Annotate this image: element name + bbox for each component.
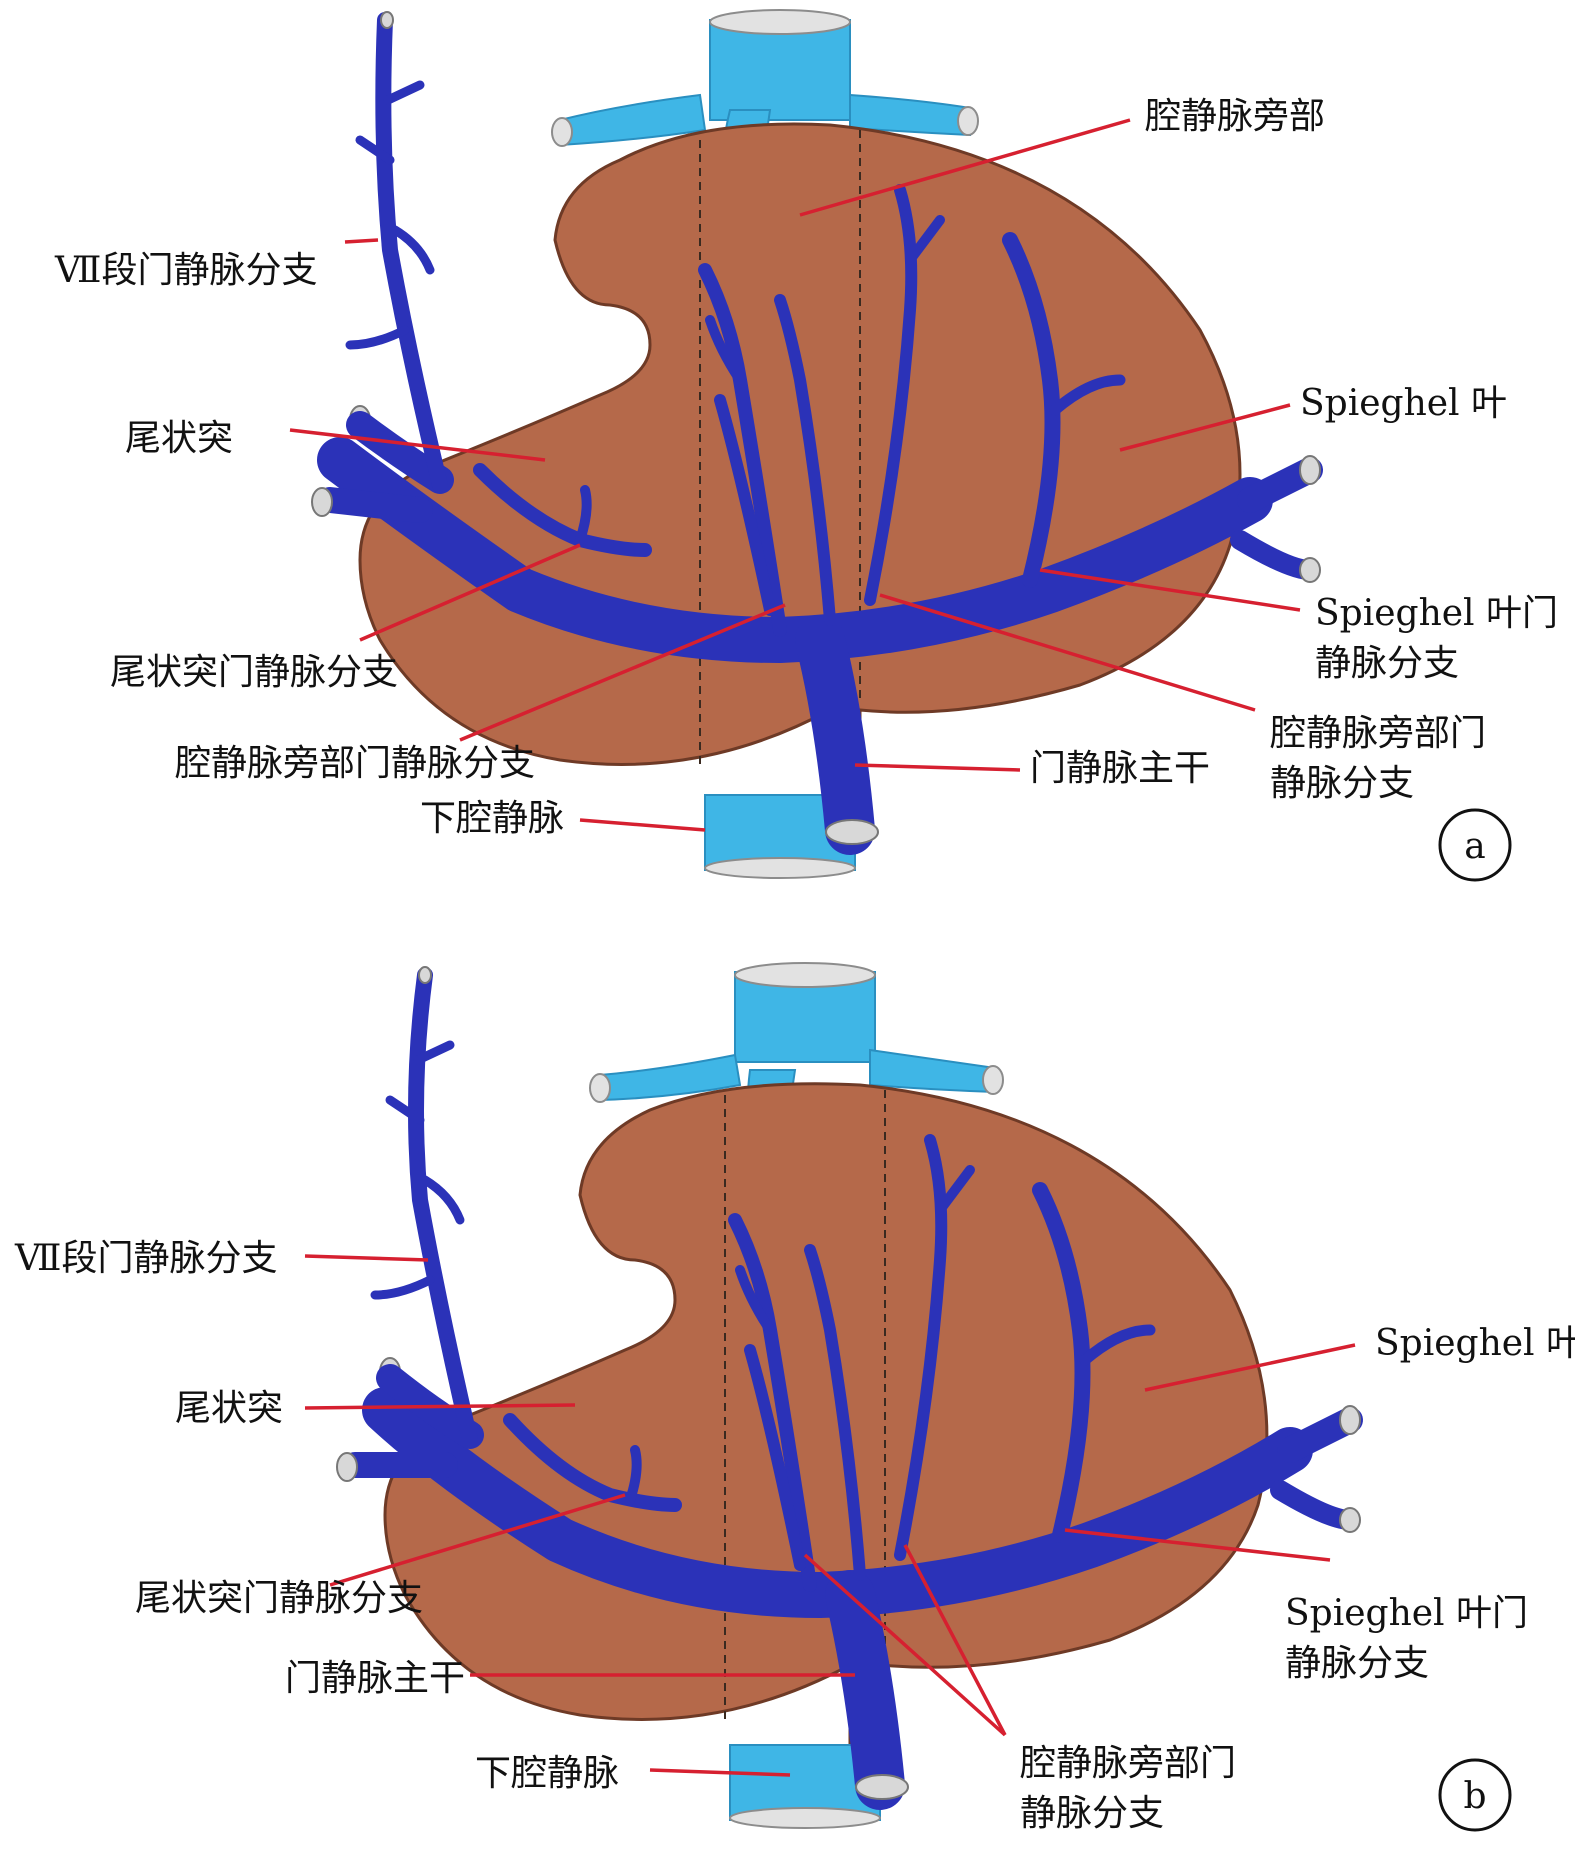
label-spiegel-lobe-a: Spieghel 叶 bbox=[1300, 383, 1507, 424]
ivc-upper-a bbox=[551, 9, 979, 187]
label-spiegel-lobe-b: Spieghel 叶 bbox=[1375, 1323, 1575, 1364]
panel-badge-a: a bbox=[1464, 826, 1485, 867]
label-ivc-a: 下腔静脉 bbox=[420, 798, 564, 839]
label-paracaval-branch-b-line1: 腔静脉旁部门 bbox=[1020, 1743, 1236, 1784]
label-paracaval-branch-right-a-line2: 静脉分支 bbox=[1270, 763, 1414, 804]
label-paracaval-branch-a: 腔静脉旁部门静脉分支 bbox=[175, 743, 535, 784]
panel-a: Ⅶ段门静脉分支 尾状突 尾状突门静脉分支 腔静脉旁部门静脉分支 下腔静脉 腔静脉… bbox=[54, 9, 1558, 882]
label-paracaval-branch-right-a-line1: 腔静脉旁部门 bbox=[1270, 713, 1486, 754]
label-main-trunk-a: 门静脉主干 bbox=[1030, 748, 1210, 789]
panel-b: Ⅶ段门静脉分支 尾状突 尾状突门静脉分支 门静脉主干 下腔静脉 Spieghel… bbox=[14, 962, 1575, 1834]
caudate-lobe-b bbox=[383, 1082, 1269, 1752]
label-paracaval-portion-a: 腔静脉旁部 bbox=[1145, 96, 1325, 137]
label-spiegel-branch-a-line1: Spieghel 叶门 bbox=[1315, 593, 1558, 634]
portal-vein-tree-b bbox=[336, 966, 1363, 1810]
label-caudate-process-a: 尾状突 bbox=[125, 418, 233, 459]
label-seg7-branch-a: Ⅶ段门静脉分支 bbox=[54, 250, 317, 291]
caudate-lobe-a bbox=[358, 122, 1242, 802]
label-caudate-process-branch-b: 尾状突门静脉分支 bbox=[135, 1578, 423, 1619]
leader-lines-a bbox=[289, 118, 1301, 832]
label-spiegel-branch-b-line1: Spieghel 叶门 bbox=[1285, 1593, 1528, 1634]
label-spiegel-branch-b-line2: 静脉分支 bbox=[1285, 1643, 1429, 1684]
label-ivc-b: 下腔静脉 bbox=[475, 1753, 619, 1794]
label-paracaval-branch-b-line2: 静脉分支 bbox=[1020, 1793, 1164, 1834]
label-caudate-process-b: 尾状突 bbox=[175, 1388, 283, 1429]
leader-lines-b bbox=[304, 1254, 1356, 1777]
portal-vein-tree-a bbox=[311, 11, 1323, 855]
label-seg7-branch-b: Ⅶ段门静脉分支 bbox=[14, 1238, 277, 1279]
panel-badge-a-circle bbox=[1438, 808, 1512, 882]
panel-badge-b-circle bbox=[1438, 1758, 1512, 1832]
panel-badge-b: b bbox=[1463, 1776, 1486, 1817]
label-main-trunk-b: 门静脉主干 bbox=[285, 1658, 465, 1699]
label-spiegel-branch-a-line2: 静脉分支 bbox=[1315, 643, 1459, 684]
label-caudate-process-branch-a: 尾状突门静脉分支 bbox=[110, 652, 398, 693]
